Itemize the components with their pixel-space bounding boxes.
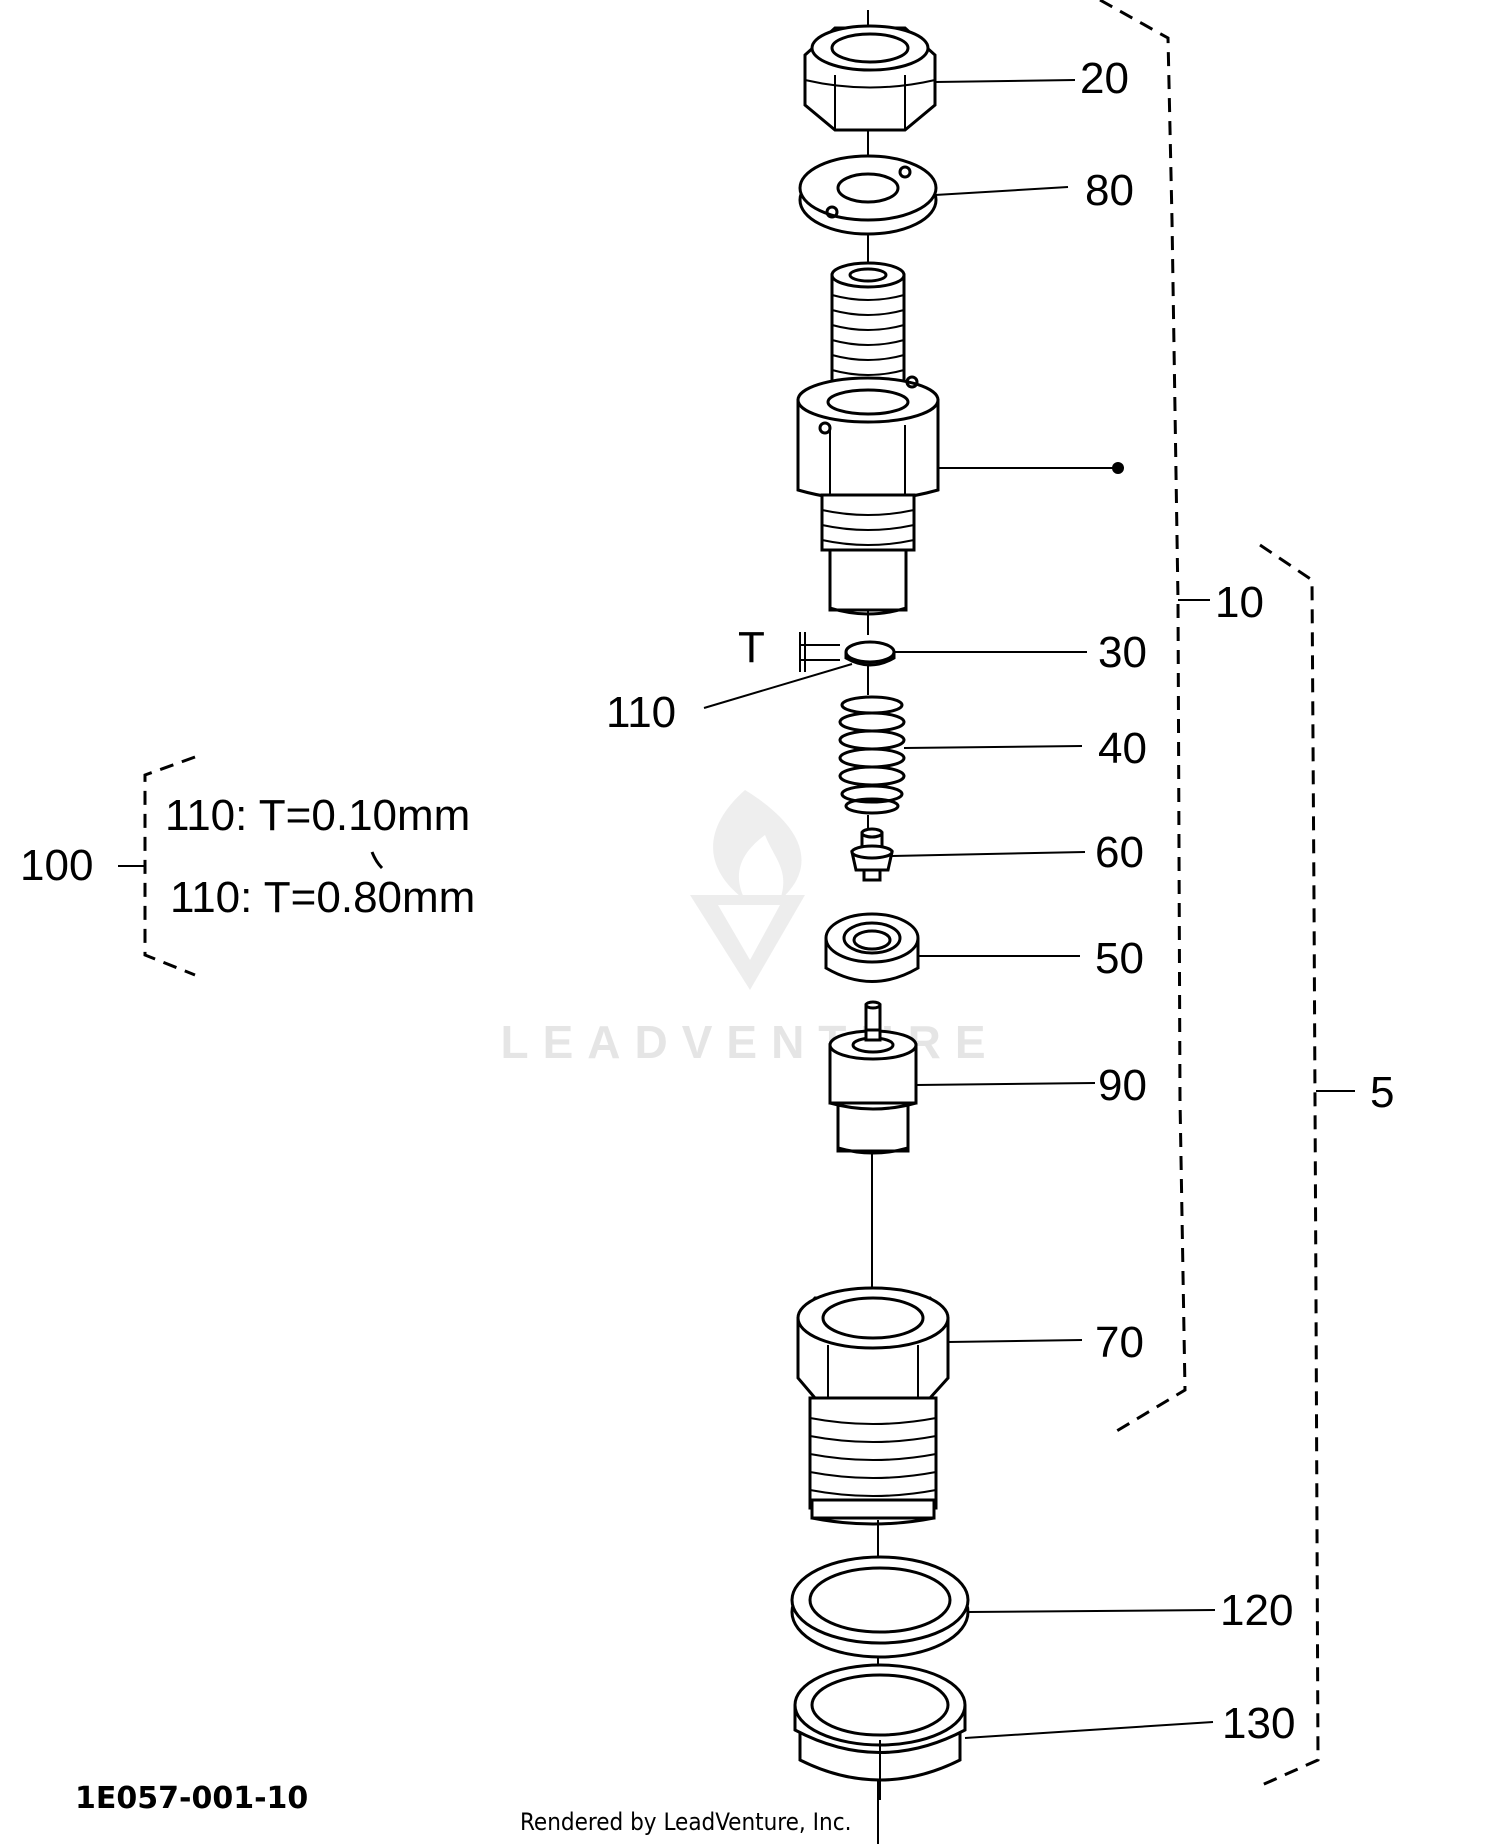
kit-100-bracket [118, 755, 384, 977]
leader-body-dot [1112, 462, 1124, 474]
callout-40: 40 [1098, 724, 1147, 773]
part-50-spacer [824, 912, 920, 983]
callout-80: 80 [1085, 166, 1134, 215]
leader-lines [703, 79, 1216, 1739]
callout-10: 10 [1215, 578, 1264, 627]
callout-20: 20 [1080, 54, 1129, 103]
callout-130: 130 [1222, 1699, 1295, 1748]
callout-120: 120 [1220, 1586, 1293, 1635]
part-130-heat-seal [793, 1663, 967, 1800]
group-10-bracket [1099, 0, 1210, 1434]
watermark-flame-icon [713, 790, 802, 900]
callout-60: 60 [1095, 828, 1144, 877]
part-80-washer [798, 154, 938, 236]
shim-thickness-indicator [799, 632, 840, 672]
group-5-bracket [1259, 543, 1355, 1787]
nozzle-holder-body [796, 261, 940, 616]
part-70-retaining-nut [796, 1286, 950, 1526]
callout-90: 90 [1098, 1061, 1147, 1110]
part-90-nozzle [828, 1000, 918, 1155]
part-120-gasket [790, 1555, 970, 1659]
part-60-pin [850, 827, 894, 882]
callout-70: 70 [1095, 1318, 1144, 1367]
part-20-nut [803, 24, 937, 132]
watermark: LEADVENTURE [500, 790, 999, 1068]
kit-option-1: 110: T=0.10mm [165, 791, 470, 840]
callout-T: T [738, 623, 765, 672]
callout-50: 50 [1095, 934, 1144, 983]
callout-110: 110 [606, 688, 676, 737]
part-30-shim [844, 640, 896, 667]
kit-100-label: 100 [20, 841, 93, 890]
callout-5: 5 [1370, 1068, 1394, 1117]
figure-code: 1E057-001-10 [75, 1781, 308, 1816]
watermark-text: LEADVENTURE [500, 1016, 999, 1068]
render-credit: Rendered by LeadVenture, Inc. [520, 1808, 851, 1836]
callout-30: 30 [1098, 628, 1147, 677]
kit-option-2: 110: T=0.80mm [170, 873, 475, 922]
watermark-v-icon [690, 895, 805, 990]
part-40-spring [838, 695, 906, 815]
